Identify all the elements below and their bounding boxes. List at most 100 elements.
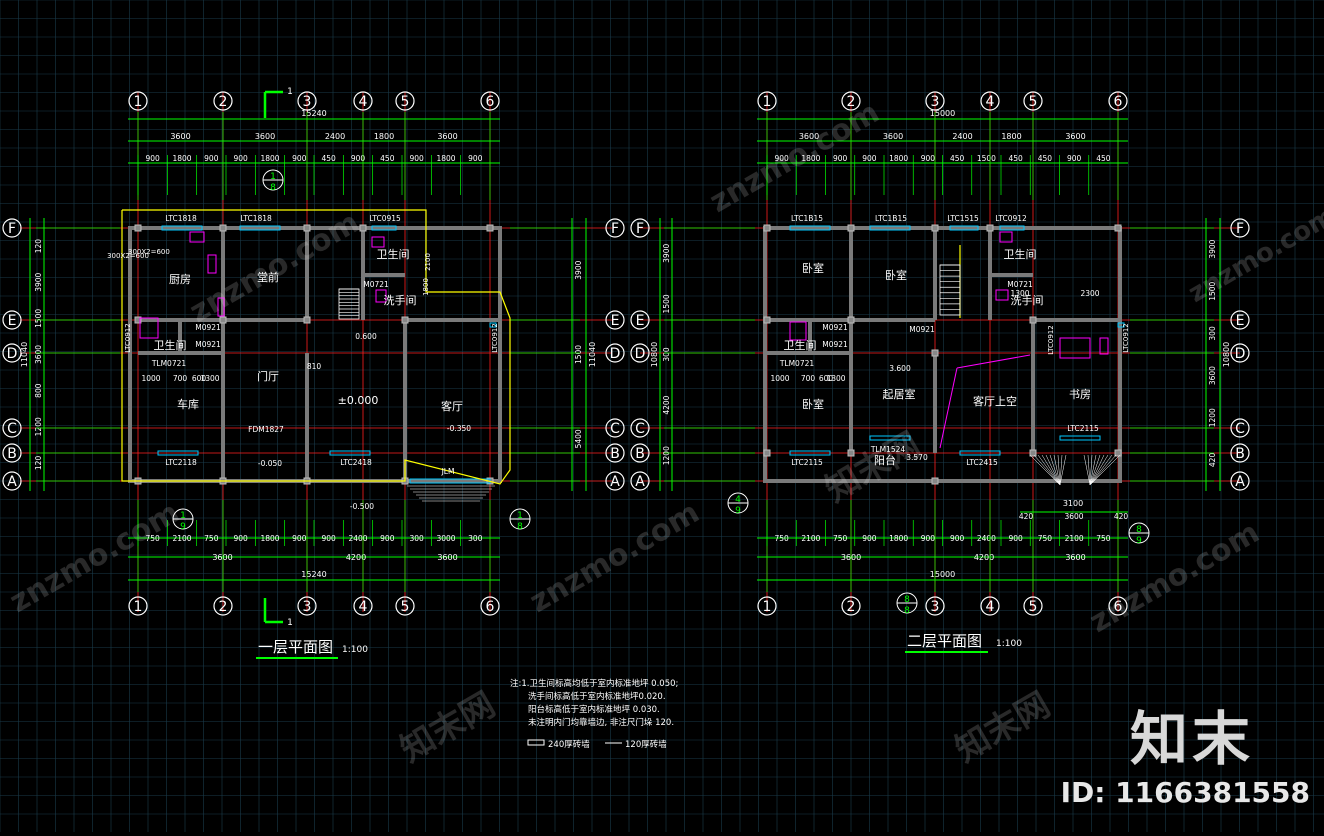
window xyxy=(789,225,831,231)
dim-overall-top: 15000 xyxy=(930,109,955,118)
dim-bottom-row1: 300 xyxy=(468,534,483,543)
column xyxy=(1114,449,1122,457)
axis-bubble-bottom-4 xyxy=(980,596,1000,616)
window xyxy=(789,450,831,456)
plan-annotation: JLM xyxy=(441,467,455,476)
image-id: ID: 1166381558 xyxy=(1060,776,1310,809)
roof-hatch xyxy=(1089,454,1093,486)
dim-right: 1500 xyxy=(1208,281,1217,300)
axis-bubble-left-D-label: D xyxy=(635,346,646,362)
sanitary-fixture xyxy=(999,231,1013,243)
window xyxy=(329,450,371,456)
room-label: 堂前 xyxy=(257,270,279,284)
plan-annotation: LTC2415 xyxy=(966,458,998,467)
roof-hatch xyxy=(1089,454,1109,486)
dim-bottom-row1: 900 xyxy=(1008,534,1023,543)
sanitary-fixture xyxy=(789,321,807,341)
roof-hatch xyxy=(1089,454,1113,486)
dim-top-row1: 3600 xyxy=(799,132,819,141)
axis-bubble-top-3 xyxy=(925,91,945,111)
detail-ref-plan2-bottom-bottom: 8 xyxy=(904,606,910,616)
dim-extra: 3600 xyxy=(1064,512,1083,521)
dim-top-row2: 1800 xyxy=(801,154,820,163)
axis-bubble-bottom-2-label: 2 xyxy=(847,599,856,615)
axis-bubble-right-C xyxy=(605,418,625,438)
axis-bubble-bottom-3-label: 3 xyxy=(931,599,940,615)
axis-bubble-bottom-2-label: 2 xyxy=(219,599,228,615)
column xyxy=(134,224,142,232)
axis-bubble-right-F-label: F xyxy=(1236,221,1244,237)
axis-bubble-left-C-label: C xyxy=(635,421,645,437)
column xyxy=(401,316,409,324)
dim-bottom-row1: 900 xyxy=(322,534,337,543)
axis-bubble-top-4-label: 4 xyxy=(986,94,995,110)
sanitary-fixture xyxy=(207,254,217,274)
dim-bottom-row1: 3000 xyxy=(436,534,455,543)
column xyxy=(134,316,142,324)
axis-bubble-left-D xyxy=(2,343,22,363)
column xyxy=(931,349,939,357)
void-line xyxy=(956,354,1031,369)
dim-bottom-row1: 750 xyxy=(1038,534,1053,543)
room-label: 阳台 xyxy=(874,453,896,467)
dim-top-row2: 900 xyxy=(774,154,789,163)
roof-hatch xyxy=(1089,454,1117,486)
axis-bubble-left-A xyxy=(2,471,22,491)
dim-bottom-row2: 3600 xyxy=(1065,553,1085,562)
axis-bubble-right-D-label: D xyxy=(610,346,621,362)
axis-bubble-top-6-label: 6 xyxy=(1114,94,1123,110)
dim-top-row2: 900 xyxy=(833,154,848,163)
sanitary-fixture xyxy=(371,236,385,248)
axis-bubble-top-3 xyxy=(297,91,317,111)
legend-240-swatch xyxy=(527,739,545,746)
detail-ref-plan1-bottom-top: 1 xyxy=(180,511,186,521)
axis-bubble-bottom-1-label: 1 xyxy=(134,599,143,615)
dim-top-row2: 900 xyxy=(234,154,249,163)
plan-annotation: M0921 xyxy=(822,340,848,349)
plan-annotation: M0921 xyxy=(822,323,848,332)
axis-bubble-left-E-label: E xyxy=(8,313,17,329)
dim-top-row2: 1800 xyxy=(889,154,908,163)
room-label: 客厅 xyxy=(441,399,463,413)
plan-annotation: -0.500 xyxy=(350,502,374,511)
column xyxy=(303,316,311,324)
dim-bottom-row1: 1800 xyxy=(260,534,279,543)
detail-ref-plan1-top-bottom: 8 xyxy=(270,183,276,193)
axis-bubble-top-1-label: 1 xyxy=(763,94,772,110)
sanitary-fixture xyxy=(217,297,225,317)
dim-top-row2: 900 xyxy=(292,154,307,163)
dim-bottom-row1: 750 xyxy=(146,534,161,543)
detail-ref-plan2-bottom-top: 8 xyxy=(904,595,910,605)
roof-hatch xyxy=(1089,454,1121,486)
plan-annotation: TLM0721 xyxy=(151,359,187,368)
dim-right: 300 xyxy=(1208,326,1217,341)
axis-bubble-left-F xyxy=(630,218,650,238)
plan-annotation: LTC0915 xyxy=(369,214,401,223)
dim-right: 1500 xyxy=(574,345,583,364)
dim-right: 3900 xyxy=(574,260,583,279)
axis-bubble-right-C-label: C xyxy=(1235,421,1245,437)
dim-top-row2: 450 xyxy=(1096,154,1111,163)
axis-bubble-bottom-3-label: 3 xyxy=(303,599,312,615)
window xyxy=(869,225,911,231)
dim-bottom-row1: 900 xyxy=(234,534,249,543)
axis-bubble-left-B-label: B xyxy=(635,446,645,462)
section-number: 1 xyxy=(287,618,293,628)
dim-bottom-row1: 900 xyxy=(921,534,936,543)
dim-top-row1: 2400 xyxy=(952,132,972,141)
axis-bubble-bottom-1-label: 1 xyxy=(763,599,772,615)
dim-top-row2: 1800 xyxy=(436,154,455,163)
dim-top-row2: 900 xyxy=(1067,154,1082,163)
axis-bubble-bottom-3 xyxy=(297,596,317,616)
column xyxy=(303,224,311,232)
dim-top-row2: 900 xyxy=(146,154,161,163)
plan-annotation: 600 xyxy=(192,374,207,383)
roof-hatch xyxy=(1037,454,1061,486)
dim-left: 120 xyxy=(34,456,43,471)
axis-bubble-right-B xyxy=(1230,443,1250,463)
axis-bubble-right-B xyxy=(605,443,625,463)
axis-bubble-bottom-2 xyxy=(841,596,861,616)
